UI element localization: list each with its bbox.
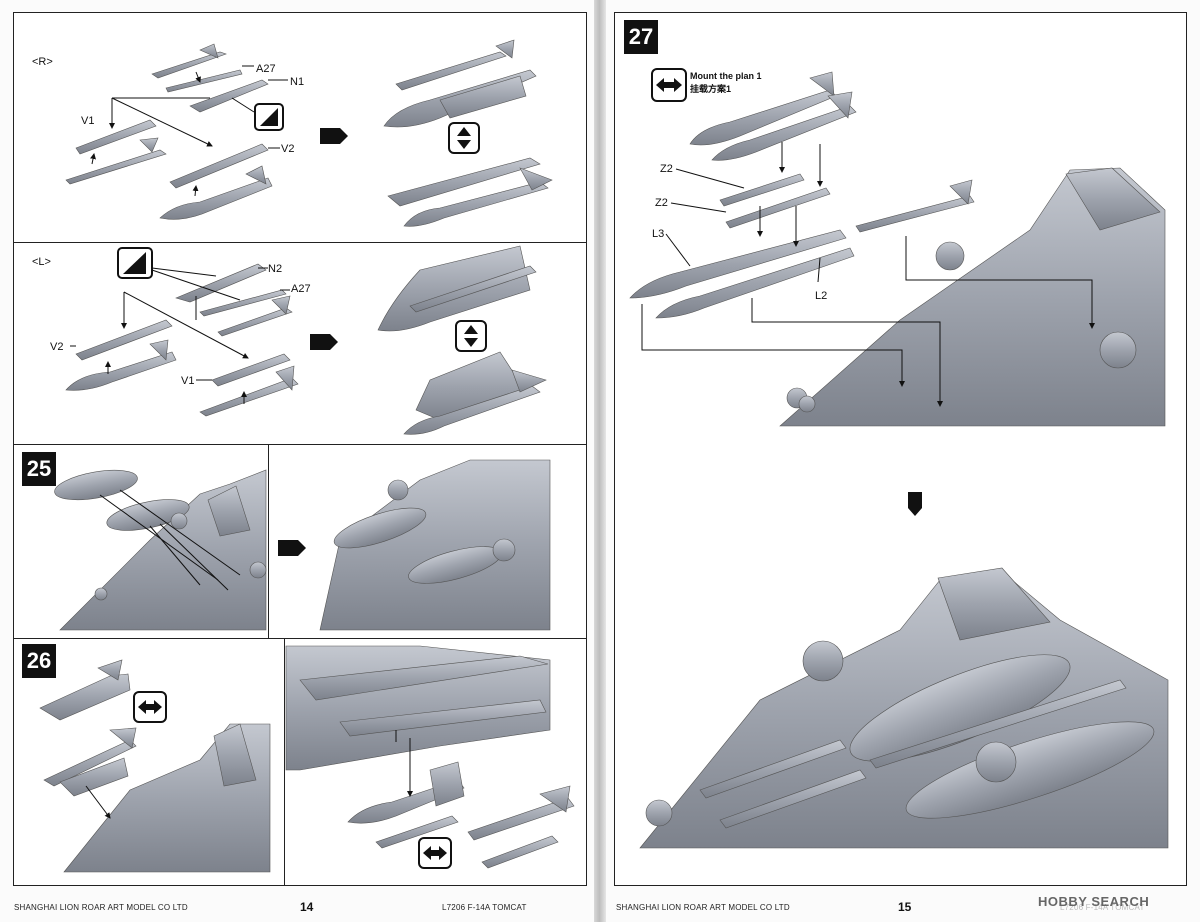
watermark: HOBBY SEARCH	[1038, 894, 1150, 909]
divider-r-l	[14, 242, 586, 243]
right-page-number: 15	[898, 900, 912, 914]
part-label-v1-l: V1	[181, 375, 195, 387]
panel-right-side-label: <R>	[32, 56, 53, 68]
part-label-v2-r: V2	[281, 143, 295, 155]
r-panel-parts	[65, 43, 273, 220]
left-page-number: 14	[300, 900, 314, 914]
divider-25-mid	[268, 445, 269, 638]
divider-26-mid	[284, 639, 285, 885]
part-label-v1-r: V1	[81, 115, 95, 127]
mount-plan-text: Mount the plan 1 挂载方案1	[690, 70, 762, 96]
step-25-number: 25	[22, 452, 56, 486]
part-label-a27-l: A27	[291, 283, 311, 295]
mount-plan-cn: 挂载方案1	[690, 84, 732, 94]
step-26-number: 26	[22, 644, 56, 678]
right-footer-model: L7206 F-14A TOMCAT	[1060, 903, 1145, 912]
mount-option-icon	[651, 68, 687, 102]
right-footer-company: SHANGHAI LION ROAR ART MODEL CO LTD	[616, 903, 790, 912]
part-label-l3: L3	[652, 228, 665, 240]
divider-l-25	[14, 444, 586, 445]
left-footer-company: SHANGHAI LION ROAR ART MODEL CO LTD	[14, 903, 188, 912]
part-label-a27-r: A27	[256, 63, 276, 75]
divider-25-26	[14, 638, 586, 639]
step-27-number: 27	[624, 20, 658, 54]
part-label-n2: N2	[268, 263, 283, 275]
part-label-z2-a: Z2	[660, 163, 673, 175]
part-label-n1: N1	[290, 76, 305, 88]
double-arrow-icon	[656, 78, 682, 92]
part-label-v2-l: V2	[50, 341, 64, 353]
part-label-l2: L2	[815, 290, 828, 302]
mount-plan-en: Mount the plan 1	[690, 71, 762, 81]
left-footer-model: L7206 F-14A TOMCAT	[442, 903, 527, 912]
book-gutter	[594, 0, 606, 922]
part-label-z2-b: Z2	[655, 197, 668, 209]
panel-left-side-label: <L>	[32, 256, 51, 268]
